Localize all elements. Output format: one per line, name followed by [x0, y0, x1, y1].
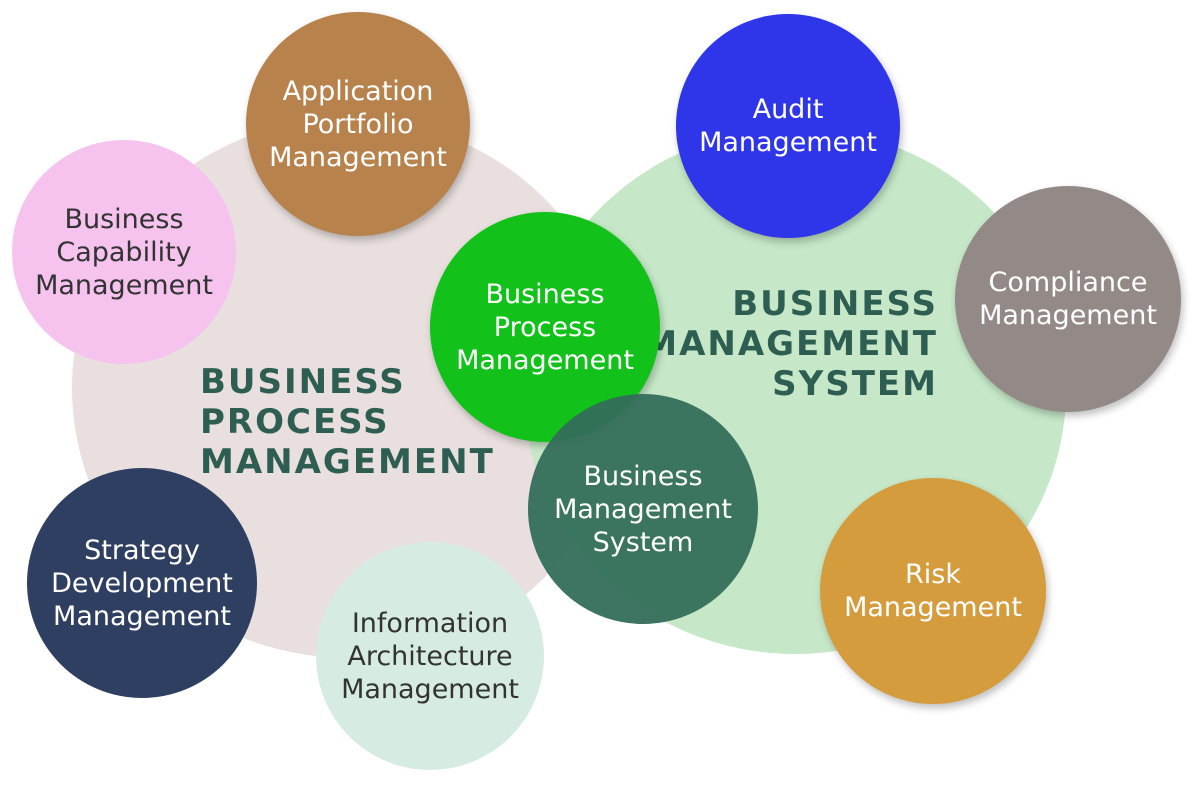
strategy-development-label: Strategy Development Management	[51, 534, 233, 632]
audit-node: Audit Management	[676, 14, 900, 238]
compliance-label: Compliance Management	[979, 267, 1157, 331]
information-architecture-node: Information Architecture Management	[316, 542, 544, 770]
business-management-system-node: Business Management System	[528, 394, 758, 624]
business-process-node: Business Process Management	[430, 212, 660, 442]
application-portfolio-label: Application Portfolio Management	[269, 75, 447, 173]
risk-label: Risk Management	[844, 559, 1022, 623]
bpm-group-label: BUSINESS PROCESS MANAGEMENT	[200, 362, 495, 482]
business-capability-node: Business Capability Management	[12, 140, 236, 364]
business-management-system-label: Business Management System	[554, 460, 732, 558]
business-capability-label: Business Capability Management	[35, 203, 213, 301]
application-portfolio-node: Application Portfolio Management	[246, 12, 470, 236]
strategy-development-node: Strategy Development Management	[27, 468, 257, 698]
information-architecture-label: Information Architecture Management	[341, 607, 519, 705]
audit-label: Audit Management	[699, 94, 877, 158]
compliance-node: Compliance Management	[955, 186, 1181, 412]
bms-group-label: BUSINESS MANAGEMENT SYSTEM	[643, 284, 938, 404]
risk-node: Risk Management	[820, 478, 1046, 704]
business-process-label: Business Process Management	[456, 278, 634, 376]
